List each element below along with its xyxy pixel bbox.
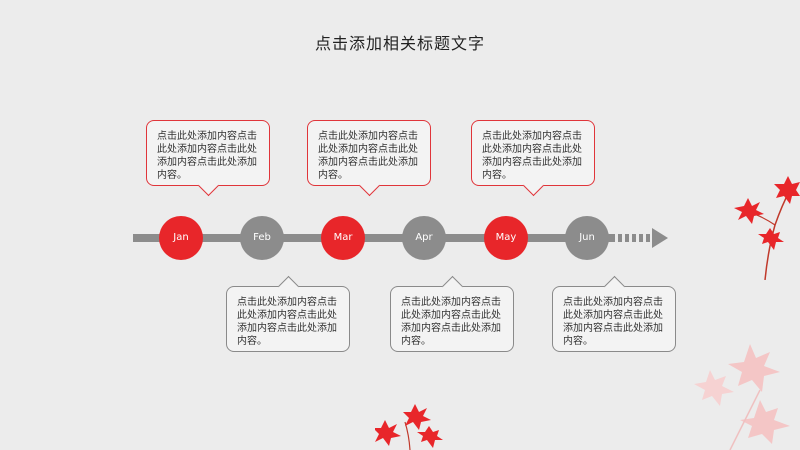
callout-text: 点击此处添加内容点击此处添加内容点击此处添加内容点击此处添加内容。	[563, 297, 663, 347]
timeline-dashes	[618, 234, 650, 242]
callout-mar[interactable]: 点击此处添加内容点击此处添加内容点击此处添加内容点击此处添加内容。	[307, 120, 431, 197]
node-jan[interactable]: Jan	[159, 216, 203, 260]
node-mar[interactable]: Mar	[321, 216, 365, 260]
callout-text: 点击此处添加内容点击此处添加内容点击此处添加内容点击此处添加内容。	[318, 131, 418, 181]
node-may[interactable]: May	[484, 216, 528, 260]
maple-leaves-bottom-icon	[375, 404, 443, 450]
timeline-bar	[133, 234, 615, 242]
callout-jan[interactable]: 点击此处添加内容点击此处添加内容点击此处添加内容点击此处添加内容。	[146, 120, 270, 197]
maple-leaves-right-icon	[734, 176, 800, 280]
callout-text: 点击此处添加内容点击此处添加内容点击此处添加内容点击此处添加内容。	[157, 131, 257, 181]
node-feb[interactable]: Feb	[240, 216, 284, 260]
callout-feb[interactable]: 点击此处添加内容点击此处添加内容点击此处添加内容点击此处添加内容。	[226, 275, 350, 352]
timeline-arrow-icon	[652, 228, 668, 248]
callout-text: 点击此处添加内容点击此处添加内容点击此处添加内容点击此处添加内容。	[401, 297, 501, 347]
callout-text: 点击此处添加内容点击此处添加内容点击此处添加内容点击此处添加内容。	[237, 297, 337, 347]
callout-jun[interactable]: 点击此处添加内容点击此处添加内容点击此处添加内容点击此处添加内容。	[552, 275, 676, 352]
callout-may[interactable]: 点击此处添加内容点击此处添加内容点击此处添加内容点击此处添加内容。	[471, 120, 595, 197]
node-jun[interactable]: Jun	[565, 216, 609, 260]
node-apr[interactable]: Apr	[402, 216, 446, 260]
slide-title[interactable]: 点击添加相关标题文字	[314, 34, 485, 53]
maple-leaves-faint-icon	[694, 344, 790, 450]
callout-apr[interactable]: 点击此处添加内容点击此处添加内容点击此处添加内容点击此处添加内容。	[390, 275, 514, 352]
callout-text: 点击此处添加内容点击此处添加内容点击此处添加内容点击此处添加内容。	[482, 131, 582, 181]
